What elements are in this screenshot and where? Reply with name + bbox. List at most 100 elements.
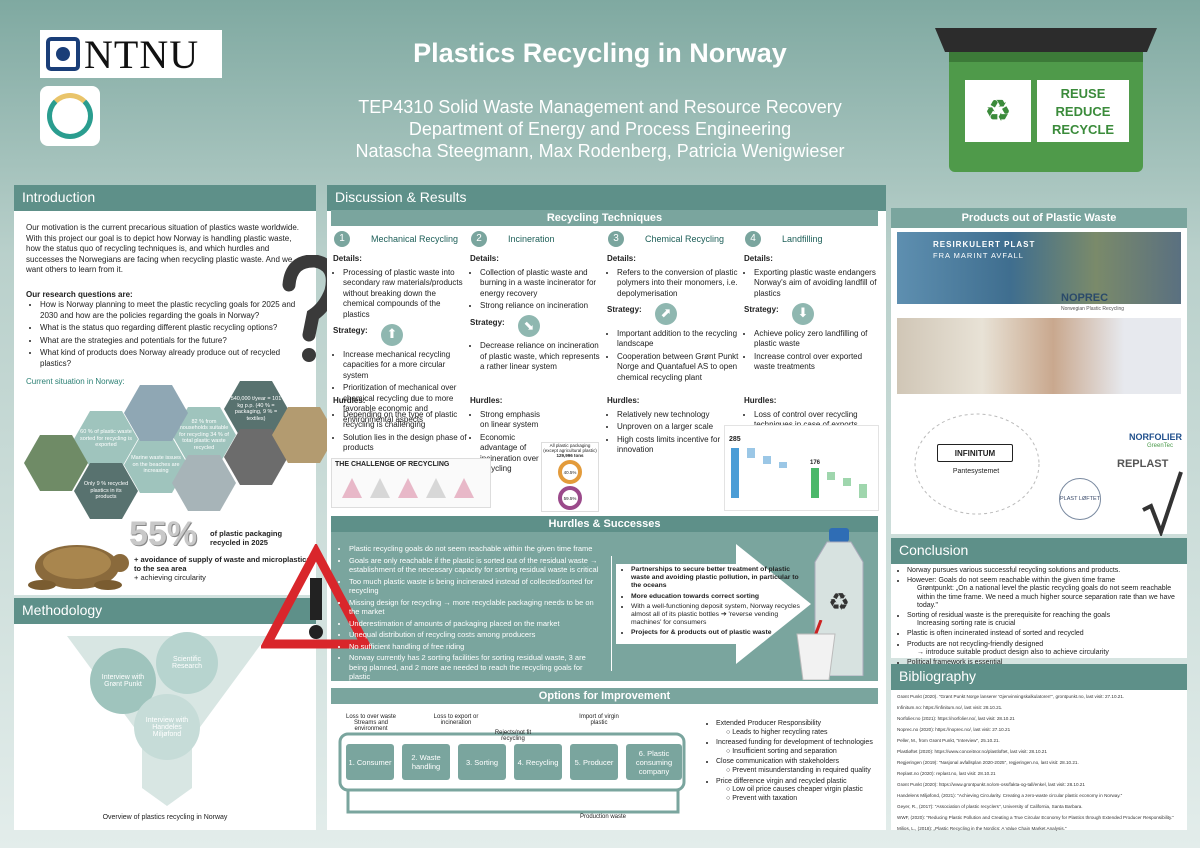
introduction-panel: Introduction Our motivation is the curre… bbox=[14, 185, 339, 595]
svg-text:♻: ♻ bbox=[985, 95, 1012, 128]
hex-photo-airplane bbox=[124, 385, 188, 441]
bibliography-entry: Plastløftet (2020): https://www.conceitn… bbox=[897, 749, 1047, 754]
technique-number: 1 bbox=[333, 230, 351, 248]
poster-header: NTNU Plastics Recycling in Norway TEP431… bbox=[0, 0, 1200, 178]
hurdles-block: Hurdles:Strong emphasis on linear system… bbox=[470, 390, 604, 477]
option-item: Close communication with stakeholders○ P… bbox=[716, 758, 878, 775]
noprec-logo: NOPREC bbox=[1061, 292, 1109, 304]
method-circle-research: Scientific Research bbox=[156, 632, 218, 694]
flow-waste-handling: 2. Waste handling bbox=[402, 744, 450, 780]
turtle-icon bbox=[28, 545, 129, 590]
successes-list: Partnerships to secure better treatment … bbox=[623, 566, 807, 640]
donut-1: 40.5% bbox=[558, 460, 582, 484]
flow-note-rejects: Rejects/not fit recycling bbox=[494, 730, 532, 742]
conclusion-list: Norway pursues various successful recycl… bbox=[891, 564, 1187, 667]
challenge-title: THE CHALLENGE OF RECYCLING bbox=[335, 461, 450, 468]
infinitum-logo: INFINITUM bbox=[937, 444, 1013, 462]
banner-line-2: FRA MARINT AVFALL bbox=[933, 251, 1024, 260]
hurdle-item: Relatively new technology bbox=[617, 410, 741, 421]
strategy-item: Important addition to the recycling land… bbox=[617, 329, 741, 350]
conclusion-panel: Conclusion Norway pursues various succes… bbox=[891, 538, 1187, 666]
hurdles-block: Hurdles: Depending on the type of plastic… bbox=[333, 390, 467, 456]
question-item: What is the status quo regarding differe… bbox=[40, 323, 296, 334]
donut-infographic: All plastic packaging (except agricultur… bbox=[541, 442, 599, 512]
conclusion-subitem: Increasing sorting rate is crucial bbox=[917, 620, 1016, 628]
course-line: TEP4310 Solid Waste Management and Resou… bbox=[358, 97, 842, 117]
question-item: What kind of products does Norway alread… bbox=[40, 348, 296, 369]
hurdle-item: Missing design for recycling → more recy… bbox=[349, 598, 605, 617]
bibliography-entry: Milios, L., (2018): „Plastic Recycling i… bbox=[897, 826, 1067, 831]
hurdles-label: Hurdles: bbox=[470, 396, 503, 405]
plastloftet-logo: PLAST LØFTET bbox=[1059, 478, 1101, 520]
donut-total: 129,996 tons bbox=[556, 453, 584, 458]
bibliography-entry: Infinitum.no: https://infinitum.no/, las… bbox=[897, 705, 1003, 710]
strategy-item: Cooperation between Grønt Punkt Norge an… bbox=[617, 352, 741, 384]
bibliography-entry: Replast.no (2020): replast.no, last visi… bbox=[897, 771, 996, 776]
benefit-item: + achieving circularity bbox=[134, 573, 206, 582]
poster-title: Plastics Recycling in Norway bbox=[413, 38, 787, 68]
hurdle-item: Economic advantage of incineration over … bbox=[480, 433, 550, 475]
products-heading: Products out of Plastic Waste bbox=[891, 208, 1187, 228]
hurdles-list: Loss of control over recycling technique… bbox=[744, 410, 878, 431]
sustainability-logo-icon bbox=[40, 86, 100, 146]
hurdle-item: Loss of control over recycling technique… bbox=[754, 410, 878, 431]
strategy-list: Achieve policy zero landfilling of plast… bbox=[744, 329, 878, 373]
big-percent: 55% bbox=[129, 515, 198, 553]
flow-consuming-company: 6. Plastic consuming company bbox=[626, 744, 682, 780]
strategy-arrow-icon: ⬇ bbox=[792, 302, 814, 325]
technique-name: Incineration bbox=[508, 233, 555, 244]
hurdle-item: Solution lies in the design phase of pro… bbox=[343, 433, 467, 454]
conclusion-item: However: Goals do not seem reachable wit… bbox=[907, 577, 1181, 610]
hurdles-label: Hurdles: bbox=[744, 396, 777, 405]
details-list: Refers to the conversion of plastic poly… bbox=[607, 268, 741, 300]
details-item: Processing of plastic waste into seconda… bbox=[343, 268, 467, 321]
benefit-item: + avoidance of supply of waste and micro… bbox=[134, 555, 311, 573]
norfolier-logo: NORFOLIER bbox=[1129, 432, 1182, 442]
hurdles-label: Hurdles: bbox=[333, 396, 366, 405]
strategy-list: Increase mechanical recycling capacities… bbox=[333, 350, 467, 426]
hurdle-item: Too much plastic waste is being incinera… bbox=[349, 577, 605, 596]
success-item: More education towards correct sorting bbox=[631, 593, 807, 601]
flow-note-loss-export: Loss to export or incineration bbox=[433, 714, 479, 726]
methodology-heading: Methodology bbox=[14, 598, 316, 624]
replast-logo: REPLAST bbox=[1117, 458, 1169, 470]
deposit-cycle-diagram bbox=[914, 413, 1040, 515]
bibliography-entry: Grønt Punkt (2020). "Grønt Punkt Norge l… bbox=[897, 694, 1125, 699]
donut-title: All plastic packaging (except agricultur… bbox=[543, 443, 597, 453]
conclusion-heading: Conclusion bbox=[891, 538, 1187, 564]
bibliography-heading: Bibliography bbox=[891, 664, 1187, 690]
hurdles-list: Depending on the type of plastic recycli… bbox=[333, 410, 467, 454]
hurdles-successes: Hurdles & Successes Plastic recycling go… bbox=[261, 516, 878, 681]
challenge-infographic: THE CHALLENGE OF RECYCLING bbox=[331, 458, 491, 508]
waterfall-chart: 285 176 bbox=[724, 425, 879, 511]
details-list: Processing of plastic waste into seconda… bbox=[333, 268, 467, 321]
flow-sorting: 3. Sorting bbox=[458, 744, 506, 780]
strategy-item: Increase control over exported waste tre… bbox=[754, 352, 878, 373]
waterfall-mid-value: 176 bbox=[810, 460, 821, 466]
success-item: Partnerships to secure better treatment … bbox=[631, 566, 807, 591]
conclusion-item: Sorting of residual waste is the prerequ… bbox=[907, 612, 1181, 628]
strategy-label: Strategy: bbox=[333, 326, 368, 335]
option-item: Price difference virgin and recycled pla… bbox=[716, 778, 878, 804]
hurdle-item: Plastic recycling goals do not seem reac… bbox=[349, 544, 605, 554]
technique-number: 3 bbox=[607, 230, 625, 248]
option-item: Increased funding for development of tec… bbox=[716, 739, 878, 756]
hurdle-item: Goals are only reachable if the plastic … bbox=[349, 556, 605, 575]
introduction-heading: Introduction bbox=[14, 185, 316, 211]
ntnu-logo: NTNU bbox=[40, 30, 222, 78]
bin-text-reuse: REUSE bbox=[1061, 86, 1106, 101]
strategy-item: Achieve policy zero landfilling of plast… bbox=[754, 329, 878, 350]
question-item: How is Norway planning to meet the plast… bbox=[40, 300, 296, 321]
strategy-item: Increase mechanical recycling capacities… bbox=[343, 350, 467, 382]
strategy-arrow-icon: ⬊ bbox=[518, 315, 540, 337]
questions-title: Our research questions are: bbox=[26, 289, 133, 299]
products-photo-banner: RESIRKULERT PLAST FRA MARINT AVFALL bbox=[897, 232, 1181, 304]
option-item: Extended Producer Responsibility○ Leads … bbox=[716, 720, 878, 737]
details-item: Collection of plastic waste and burning … bbox=[480, 268, 604, 300]
bin-text-recycle: RECYCLE bbox=[1052, 122, 1114, 137]
techniques-title: Recycling Techniques bbox=[331, 210, 878, 226]
